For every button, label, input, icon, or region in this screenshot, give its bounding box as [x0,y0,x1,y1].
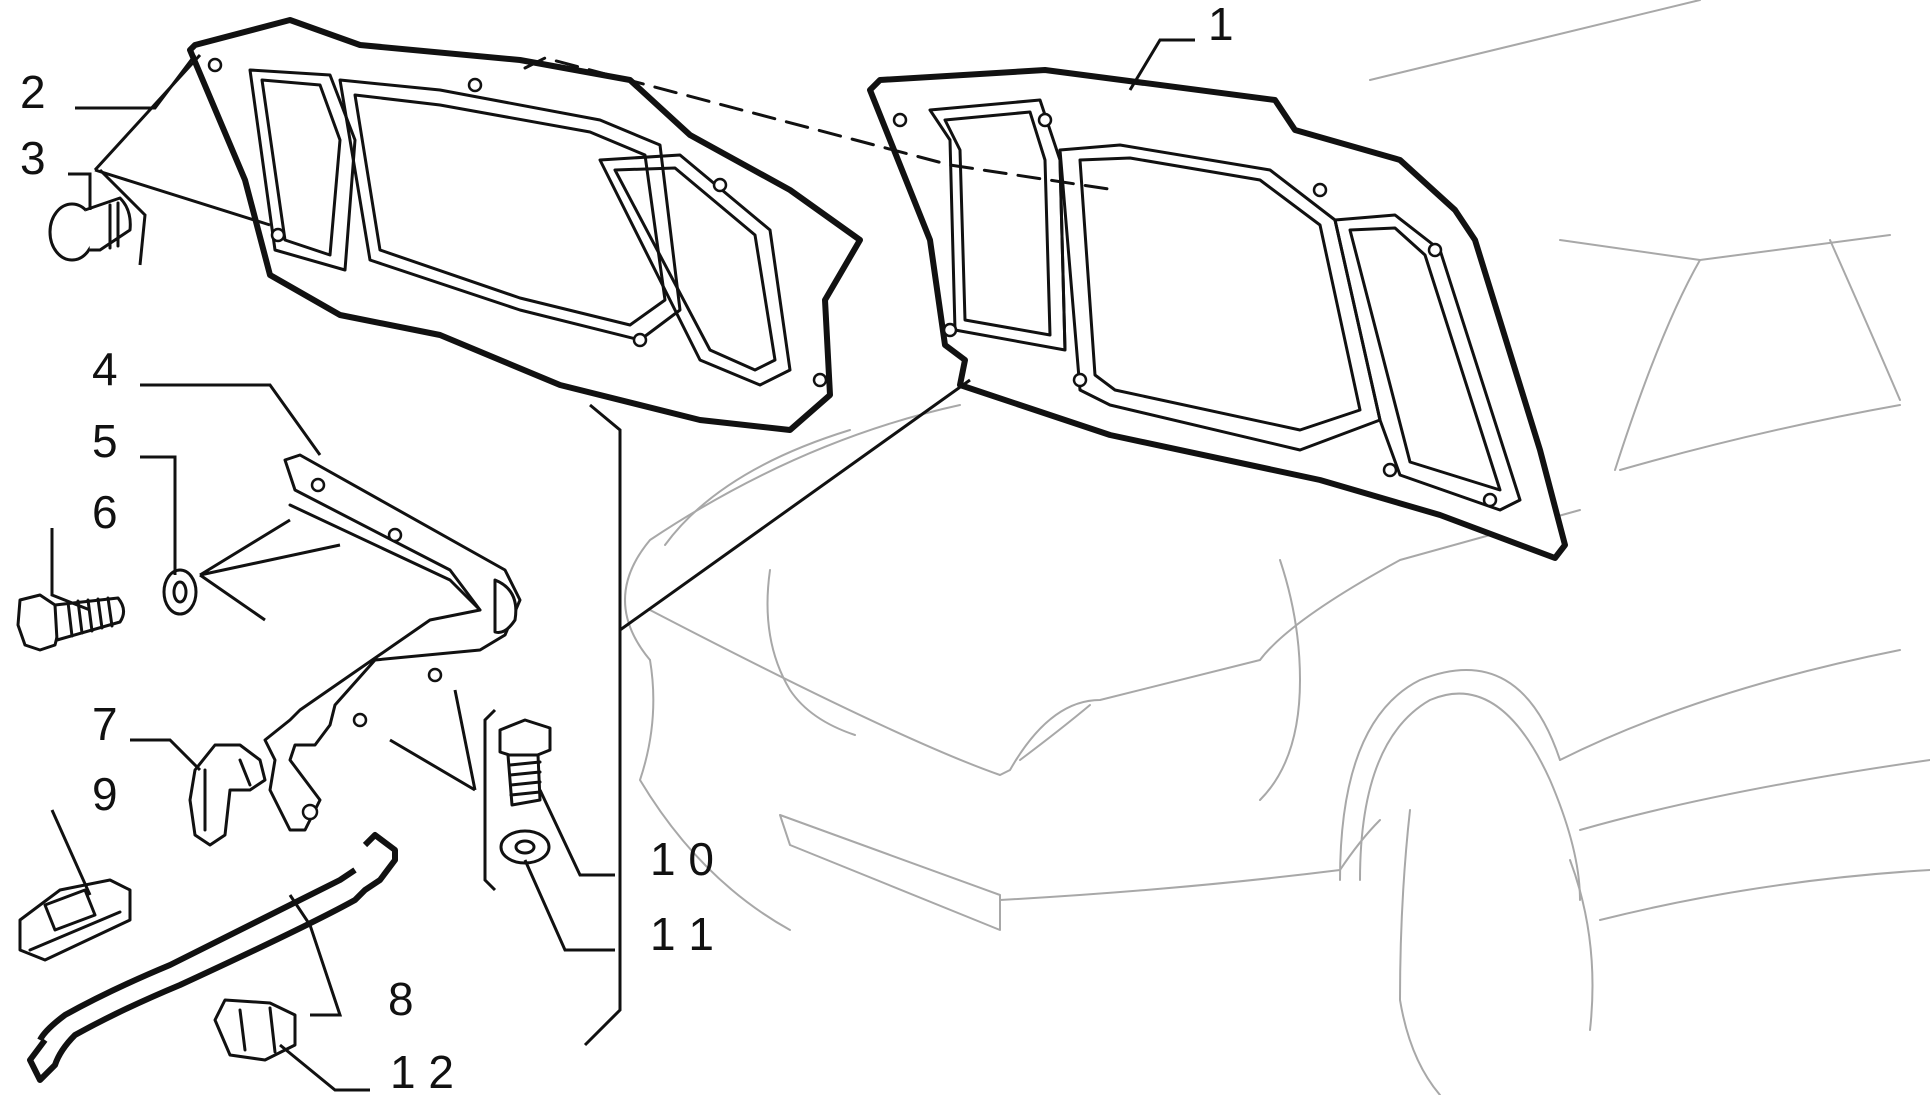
callout-8: 8 [388,973,414,1025]
callout-9: 9 [92,768,118,820]
callout-12: 1 2 [390,1046,454,1095]
callout-10: 1 0 [650,833,714,885]
hood-inner-panel-installed [867,67,1568,561]
clip-part-12 [213,998,297,1062]
clip-part-7 [188,743,267,847]
bolt-part-6 [16,593,125,652]
bolt-part-10 [498,718,552,807]
hinge-part-4 [263,453,522,832]
leader-lines [50,38,1195,1092]
latch-base-part-9 [18,878,132,962]
callout-5: 5 [92,415,118,467]
callout-1: 1 [1208,0,1234,50]
alignment-dashed-line [523,56,1117,192]
support-rod-part-8 [27,832,398,1083]
callout-4: 4 [92,343,118,395]
washer-part-11 [499,829,551,865]
callout-labels: 1 2 3 4 5 6 7 8 9 1 0 1 1 1 2 [20,0,1234,1095]
callout-6: 6 [92,486,118,538]
grouping-brackets [93,53,622,1047]
callout-2: 2 [20,66,46,118]
push-clip-part-3 [48,196,132,262]
callout-7: 7 [92,698,118,750]
star-washer-part-5 [162,568,198,616]
callout-11: 1 1 [650,908,714,960]
car-body-outline [624,0,1930,1095]
callout-3: 3 [20,132,46,184]
hood-inner-panel-exploded [187,17,863,433]
